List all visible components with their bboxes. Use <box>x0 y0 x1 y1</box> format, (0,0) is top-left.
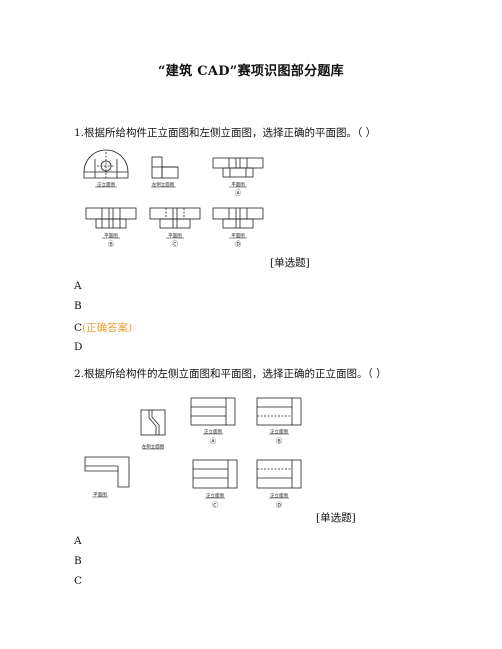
q2-caption-front-C: 正立面图 <box>206 492 224 499</box>
q1-caption-plan-B: 平面图 <box>104 233 118 239</box>
q1-caption-plan-C: 平面图 <box>168 233 182 239</box>
q1-caption-front: 正立面图 <box>97 181 115 188</box>
q1-plan-D <box>212 207 264 229</box>
q2-caption-front-A: 正立面图 <box>204 428 222 435</box>
q1-mark-D: Ⓓ <box>235 240 242 248</box>
q2-plan <box>84 456 130 488</box>
q1-option-c-letter: C <box>74 322 83 334</box>
q1-plan-A <box>212 157 264 178</box>
q1-caption-left: 左侧立面图 <box>152 181 175 188</box>
q2-front-B <box>256 397 302 426</box>
q2-front-D <box>256 459 302 489</box>
q1-left-elevation <box>151 156 179 179</box>
q2-front-C <box>192 459 238 489</box>
q2-option-a[interactable]: A <box>74 535 82 547</box>
question-1-type-tag: [单选题] <box>270 257 310 269</box>
q2-caption-plan: 平面图 <box>93 492 107 498</box>
q2-caption-left: 左侧立面图 <box>142 443 165 450</box>
q2-left-elevation <box>140 409 166 436</box>
q1-option-c[interactable]: C(正确答案) <box>74 320 132 335</box>
q2-mark-B: Ⓑ <box>276 437 283 445</box>
question-2-type-tag: [单选题] <box>316 512 356 524</box>
q1-front-elevation <box>83 149 129 180</box>
q1-plan-C <box>149 207 201 229</box>
question-1-stem: 1.根据所给构件正立面图和左侧立面图，选择正确的平面图。（ ） <box>74 127 377 139</box>
q2-caption-front-D: 正立面图 <box>270 492 288 499</box>
page-title: “建筑 CAD”赛项识图部分题库 <box>158 64 344 79</box>
q1-option-d[interactable]: D <box>74 341 83 353</box>
q1-mark-B: Ⓑ <box>108 240 115 248</box>
question-2-stem: 2.根据所给构件的左侧立面图和平面图，选择正确的正立面图。（ ） <box>74 368 387 380</box>
q1-option-b[interactable]: B <box>74 300 82 312</box>
q2-mark-A: Ⓐ <box>210 437 217 445</box>
q2-caption-front-B: 正立面图 <box>270 428 288 435</box>
q2-option-c[interactable]: C <box>74 575 83 587</box>
q2-mark-D: Ⓓ <box>276 501 283 509</box>
q1-caption-plan-A: 平面图 <box>231 182 245 188</box>
q1-mark-A: Ⓐ <box>235 189 242 197</box>
q1-mark-C: Ⓒ <box>172 240 179 248</box>
q1-caption-plan-D: 平面图 <box>231 233 245 239</box>
correct-answer-mark: (正确答案) <box>82 322 133 334</box>
q2-front-A <box>190 397 236 426</box>
q2-option-b[interactable]: B <box>74 555 82 567</box>
q2-mark-C: Ⓒ <box>212 501 219 509</box>
q1-option-a[interactable]: A <box>74 280 82 292</box>
q1-plan-B <box>85 207 137 229</box>
